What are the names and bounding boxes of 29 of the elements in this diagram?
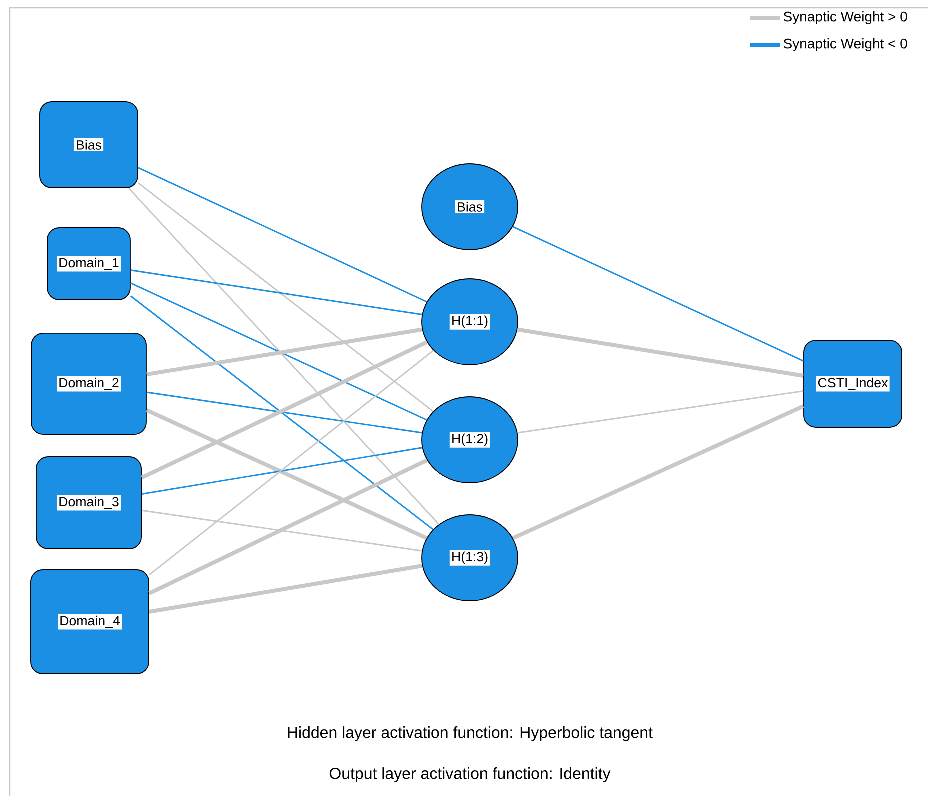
connection-line xyxy=(146,328,423,377)
connection-line xyxy=(130,296,434,530)
caption-text: Hidden layer activation function: Hyperbolic tangent xyxy=(288,726,653,742)
neuron-box: Bias xyxy=(40,102,138,188)
connection-line xyxy=(142,447,422,495)
connection-line xyxy=(518,390,804,434)
connection-line xyxy=(148,458,428,596)
caption-text: Output layer activation function: Identity xyxy=(330,768,611,782)
connection-line xyxy=(517,328,804,378)
neuron-box: Domain_2 xyxy=(31,333,147,435)
neuron-box: Domain_3 xyxy=(36,456,142,550)
legend-text: Synaptic Weight > 0 xyxy=(784,11,908,25)
connection-line xyxy=(512,226,804,362)
connection-line xyxy=(146,392,422,434)
connection-line xyxy=(142,510,422,552)
connection-line xyxy=(130,270,422,316)
connection-line xyxy=(146,408,428,540)
connection-line xyxy=(138,167,428,303)
connection-line xyxy=(141,340,428,480)
neuron-box: Domain_1 xyxy=(47,228,131,300)
connection-line xyxy=(512,404,804,540)
connection-line xyxy=(149,350,434,576)
connection-line xyxy=(130,282,428,421)
legend-text: Synaptic Weight < 0 xyxy=(784,38,908,52)
neuron-box: Domain_4 xyxy=(30,570,150,674)
connection-line xyxy=(149,564,423,614)
connection-line xyxy=(128,188,440,526)
connection-line xyxy=(138,182,434,412)
neuron-box: CSTI_Index xyxy=(804,340,902,428)
